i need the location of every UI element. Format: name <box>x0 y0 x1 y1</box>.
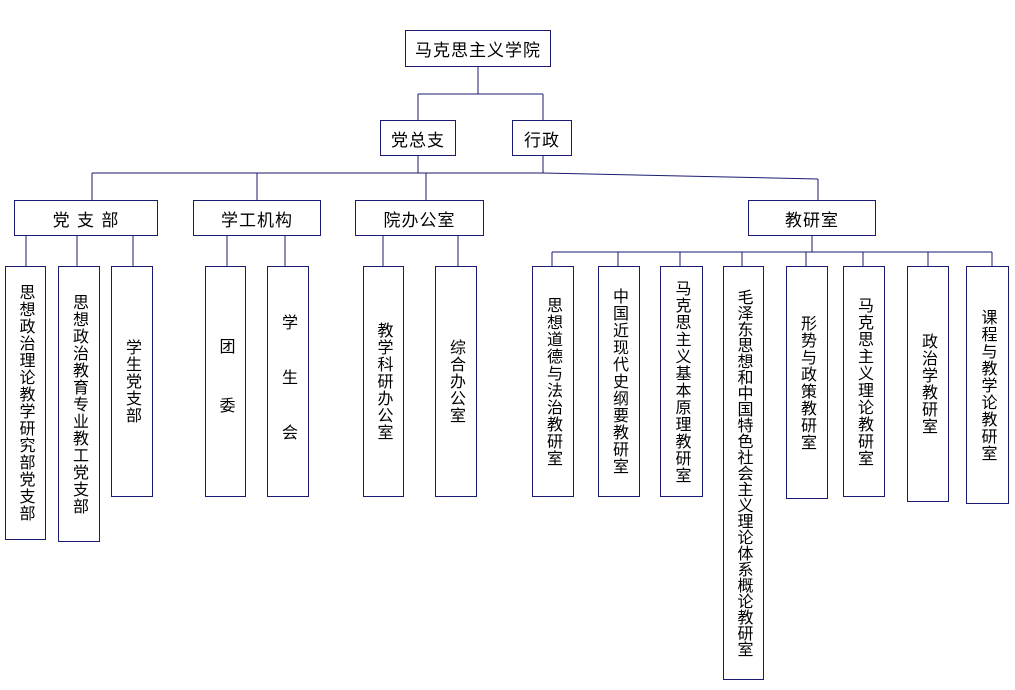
party-branch-item: 思想政治理论教学研究部党支部 <box>5 266 46 540</box>
party-branch-item: 学生党支部 <box>111 266 153 497</box>
office-item: 教学科研办公室 <box>363 266 404 497</box>
teaching-research-node: 教研室 <box>748 200 876 236</box>
student-affairs-node: 学工机构 <box>193 200 321 236</box>
research-room-item: 思想道德与法治教研室 <box>532 266 574 497</box>
research-room-item: 马克思主义理论教研室 <box>843 266 885 497</box>
research-room-item: 政治学教研室 <box>907 266 949 502</box>
research-room-item: 形势与政策教研室 <box>786 266 828 499</box>
research-room-item: 马克思主义基本原理教研室 <box>660 266 703 497</box>
root-node: 马克思主义学院 <box>405 30 551 67</box>
student-org-item: 团 委 <box>205 266 246 497</box>
college-office-node: 院办公室 <box>355 200 484 236</box>
research-room-item: 课程与教学论教研室 <box>966 266 1009 504</box>
research-room-item: 毛泽东思想和中国特色社会主义理论体系概论教研室 <box>723 266 764 680</box>
party-branch-item: 思想政治教育专业教工党支部 <box>58 266 100 542</box>
office-item: 综合办公室 <box>435 266 477 497</box>
student-org-item: 学 生 会 <box>267 266 309 497</box>
research-room-item: 中国近现代史纲要教研室 <box>598 266 640 497</box>
administration-node: 行政 <box>512 120 572 156</box>
party-branch-node: 党 支 部 <box>14 200 158 236</box>
party-general-branch-node: 党总支 <box>380 120 456 156</box>
